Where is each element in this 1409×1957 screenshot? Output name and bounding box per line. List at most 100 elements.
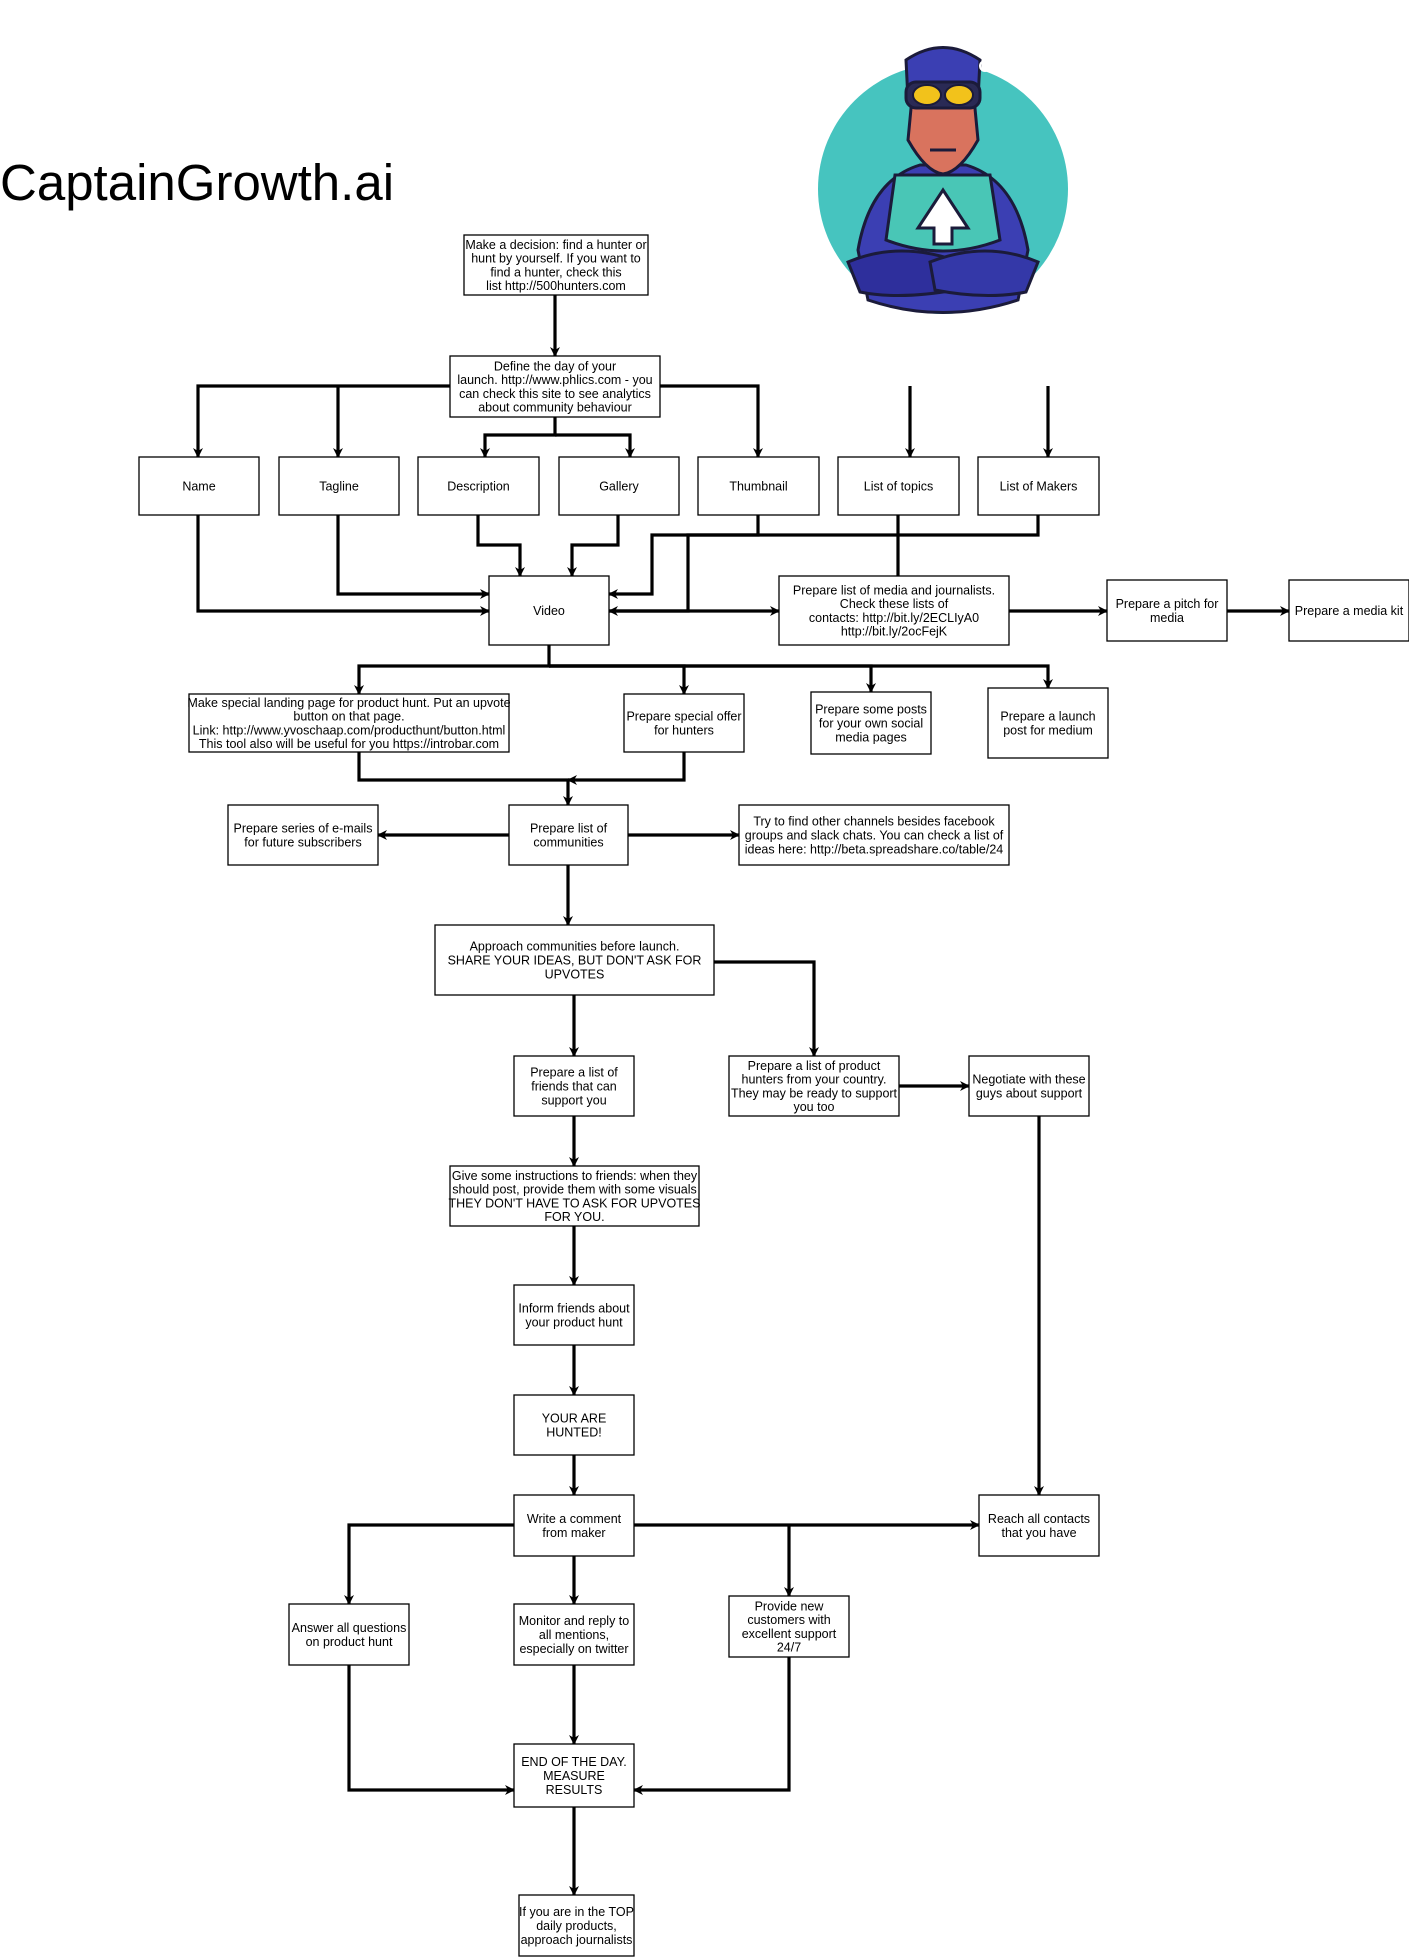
node-text-line: Prepare series of e-mails xyxy=(234,822,373,836)
node-text-line: ideas here: http://beta.spreadshare.co/t… xyxy=(745,842,1004,856)
node-text-line: List of Makers xyxy=(1000,480,1078,494)
arrow-launch_day-to-gallery xyxy=(555,433,635,458)
node-text-line: you too xyxy=(793,1100,834,1114)
node-text-line: launch. http://www.phlics.com - you xyxy=(457,373,652,387)
node-text-line: Prepare list of media and journalists. xyxy=(793,583,995,597)
node-text-line: about community behaviour xyxy=(478,401,632,415)
node-text-line: media pages xyxy=(835,730,907,744)
node-text-line: communities xyxy=(533,835,603,849)
node-box xyxy=(697,456,820,516)
arrow-landing-to-communities xyxy=(357,752,573,806)
node-text-line: can check this site to see analytics xyxy=(459,387,651,401)
node-text-line: Monitor and reply to xyxy=(519,1614,630,1628)
node-text-line: especially on twitter xyxy=(519,1642,628,1656)
node-text-line: Make a decision: find a hunter or xyxy=(465,238,646,252)
arrow-launch_day-to-name xyxy=(193,384,450,458)
node-box xyxy=(558,456,680,516)
arrow-answer-to-end_day xyxy=(347,1665,515,1795)
arrow-launch_day-to-thumbnail xyxy=(660,384,763,458)
node-box xyxy=(434,924,715,996)
node-text-line: 24/7 xyxy=(777,1641,801,1655)
node-topics: List of topics xyxy=(837,456,960,516)
node-box xyxy=(513,1394,635,1456)
node-box xyxy=(837,456,960,516)
node-box xyxy=(978,1494,1100,1557)
arrow-name-to-video xyxy=(196,515,490,616)
node-text-line: find a hunter, check this xyxy=(490,265,621,279)
node-text-line: Thumbnail xyxy=(729,480,787,494)
node-text-line: Gallery xyxy=(599,480,639,494)
node-text-line: Check these lists of xyxy=(840,597,949,611)
node-text-line: Prepare a pitch for xyxy=(1116,597,1219,611)
arrow-support-to-end_day xyxy=(633,1657,791,1795)
node-tagline: Tagline xyxy=(278,456,400,516)
node-box xyxy=(987,687,1109,759)
node-box xyxy=(138,456,260,516)
node-box xyxy=(513,1603,635,1666)
node-text-line: Make special landing page for product hu… xyxy=(187,696,510,710)
node-text-line: Prepare some posts xyxy=(815,703,927,717)
node-video: Video xyxy=(488,575,610,646)
node-text-line: Prepare a launch xyxy=(1000,710,1095,724)
node-box xyxy=(738,804,1010,866)
arrow-gallery-to-video xyxy=(567,515,620,577)
node-text-line: END OF THE DAY. xyxy=(521,1755,627,1769)
node-text-line: SHARE YOUR IDEAS, BUT DON'T ASK FOR xyxy=(448,954,702,968)
node-box xyxy=(449,355,661,418)
node-text-line: Provide new xyxy=(755,1599,825,1613)
captain-growth-mascot-icon xyxy=(818,46,1068,314)
arrow-video-to-posts xyxy=(549,664,876,693)
node-box xyxy=(278,456,400,516)
node-text-line: Negotiate with these xyxy=(972,1073,1085,1087)
node-text-line: Prepare list of xyxy=(530,822,608,836)
node-text-line: Name xyxy=(182,480,215,494)
node-text-line: Tagline xyxy=(319,480,359,494)
arrow-description-to-video xyxy=(476,515,525,577)
node-text-line: support you xyxy=(541,1093,606,1107)
node-text-line: Approach communities before launch. xyxy=(470,940,680,954)
node-box xyxy=(188,693,510,753)
node-box xyxy=(508,804,629,866)
node-text-line: YOUR ARE xyxy=(542,1412,607,1426)
node-text-line: Write a comment xyxy=(527,1512,622,1526)
node-box xyxy=(518,1894,635,1957)
node-box xyxy=(513,1743,635,1808)
node-box xyxy=(513,1284,635,1346)
node-text-line: Prepare a list of xyxy=(530,1066,618,1080)
node-text-line: guys about support xyxy=(976,1086,1083,1100)
arrow-video-to-medium xyxy=(549,664,1053,689)
arrow-offer-to-communities xyxy=(567,752,686,785)
node-box xyxy=(977,456,1100,516)
node-text-line: customers with xyxy=(747,1613,830,1627)
node-text-line: Answer all questions xyxy=(292,1621,407,1635)
node-text-line: Prepare a media kit xyxy=(1295,604,1404,618)
node-text-line: THEY DON'T HAVE TO ASK FOR UPVOTES xyxy=(449,1196,701,1210)
node-text-line: on product hunt xyxy=(306,1635,393,1649)
node-text-line: media xyxy=(1150,611,1184,625)
arrow-tagline-to-video xyxy=(336,515,490,599)
node-box xyxy=(463,234,649,296)
brand-title: CaptainGrowth.ai xyxy=(0,154,394,211)
node-text-line: They may be ready to support xyxy=(731,1086,898,1100)
node-text-line: Video xyxy=(533,604,565,618)
node-box xyxy=(1288,579,1409,642)
node-box xyxy=(728,1595,850,1658)
node-text-line: FOR YOU. xyxy=(544,1210,604,1224)
arrow-thumbnail-to-video xyxy=(608,515,760,599)
node-text-line: groups and slack chats. You can check a … xyxy=(745,829,1004,843)
